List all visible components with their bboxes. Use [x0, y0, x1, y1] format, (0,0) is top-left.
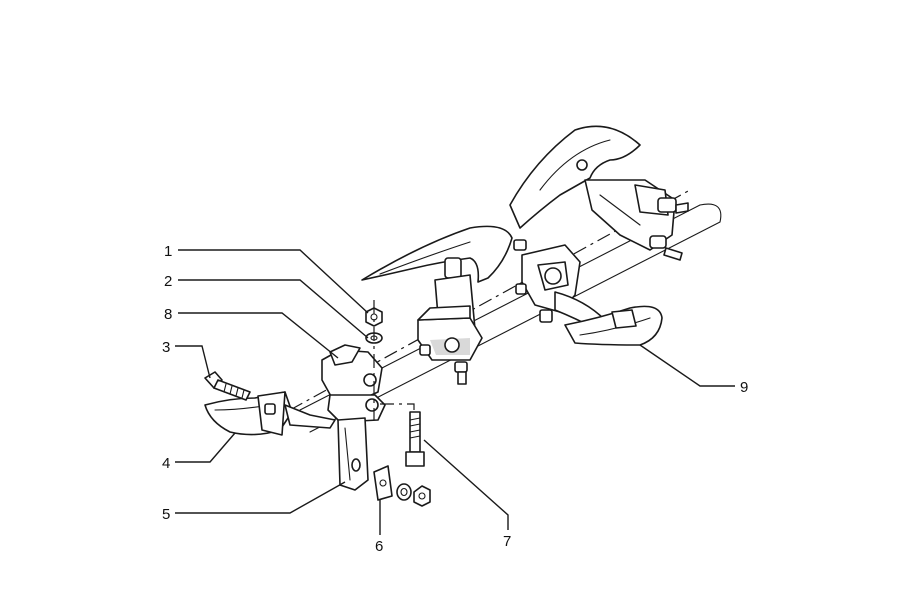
callout-6: 6: [375, 538, 383, 555]
callout-7: 7: [503, 533, 511, 550]
leader-lines: [175, 249, 735, 535]
leader-2: [178, 279, 369, 339]
left-blade-part-4: [204, 391, 336, 436]
plate-part-6: [373, 465, 393, 501]
callout-1: 1: [164, 243, 172, 260]
bolt-part-7: [380, 403, 425, 467]
leader-4: [175, 432, 236, 463]
leader-5: [175, 481, 346, 514]
leader-7: [423, 439, 509, 530]
leader-1: [178, 249, 369, 314]
callout-3: 3: [162, 339, 170, 356]
rear-blade-holder: [509, 125, 689, 261]
left-mount-bracket: [321, 344, 386, 491]
callout-4: 4: [162, 455, 170, 472]
callout-9: 9: [740, 379, 748, 396]
leader-8: [178, 312, 339, 359]
bolt-part-3: [204, 371, 251, 401]
hex-nut-lower: [413, 485, 431, 507]
callout-8: 8: [164, 306, 172, 323]
leader-9: [639, 344, 735, 387]
callout-2: 2: [164, 273, 172, 290]
leader-3: [175, 345, 211, 379]
callout-5: 5: [162, 506, 170, 523]
lock-washer: [396, 483, 412, 501]
center-pick-blade: [361, 225, 513, 385]
blade-holder-part-9: [513, 239, 663, 346]
callout-labels: 1 2 3 4 5 6 7 8 9: [162, 243, 748, 555]
